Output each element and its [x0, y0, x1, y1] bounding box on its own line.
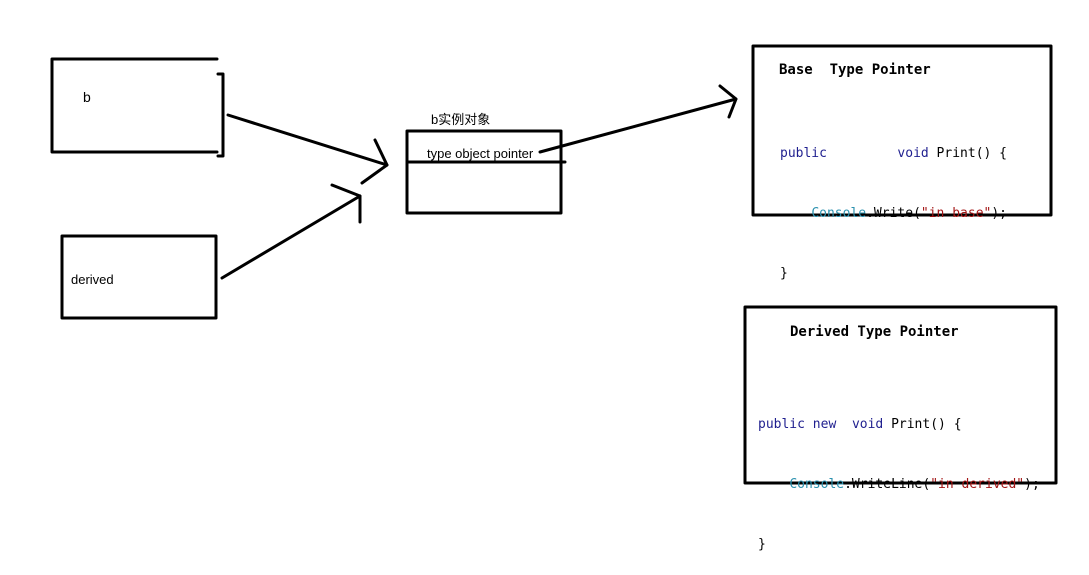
- derived-code-line-3: }: [758, 537, 766, 552]
- instance-object-title: b实例对象: [431, 112, 491, 127]
- instance-object-box: [405, 129, 563, 215]
- derived-variable-box: [60, 234, 218, 320]
- base-code-line-2: Console.Write("in base");: [811, 206, 1008, 221]
- type-object-pointer-field: type object pointer: [427, 146, 534, 161]
- b-variable-box: [50, 57, 219, 154]
- derived-code-line-1: public new void Print() {: [758, 417, 962, 432]
- derived-type-box: [743, 305, 1058, 485]
- arrow-b-to-object: [226, 113, 389, 185]
- derived-variable-label: derived: [71, 272, 114, 287]
- base-type-code: public void Print() { Console.Write("in …: [780, 104, 1007, 304]
- base-code-line-1: public void Print() {: [780, 146, 1008, 161]
- base-type-box: [751, 44, 1053, 217]
- derived-code-line-2: Console.WriteLine("in derived");: [789, 477, 1040, 492]
- b-variable-bracket: [216, 72, 225, 158]
- derived-type-code: public new void Print() { Console.WriteL…: [758, 375, 1040, 575]
- derived-type-title: Derived Type Pointer: [790, 324, 959, 340]
- b-variable-label: b: [83, 89, 91, 105]
- arrow-pointer-to-base-type: [538, 84, 738, 154]
- arrow-derived-to-object: [220, 183, 362, 280]
- reference-diagram: [50, 44, 1058, 485]
- base-code-line-3: }: [780, 266, 788, 281]
- base-type-title: Base Type Pointer: [779, 62, 931, 78]
